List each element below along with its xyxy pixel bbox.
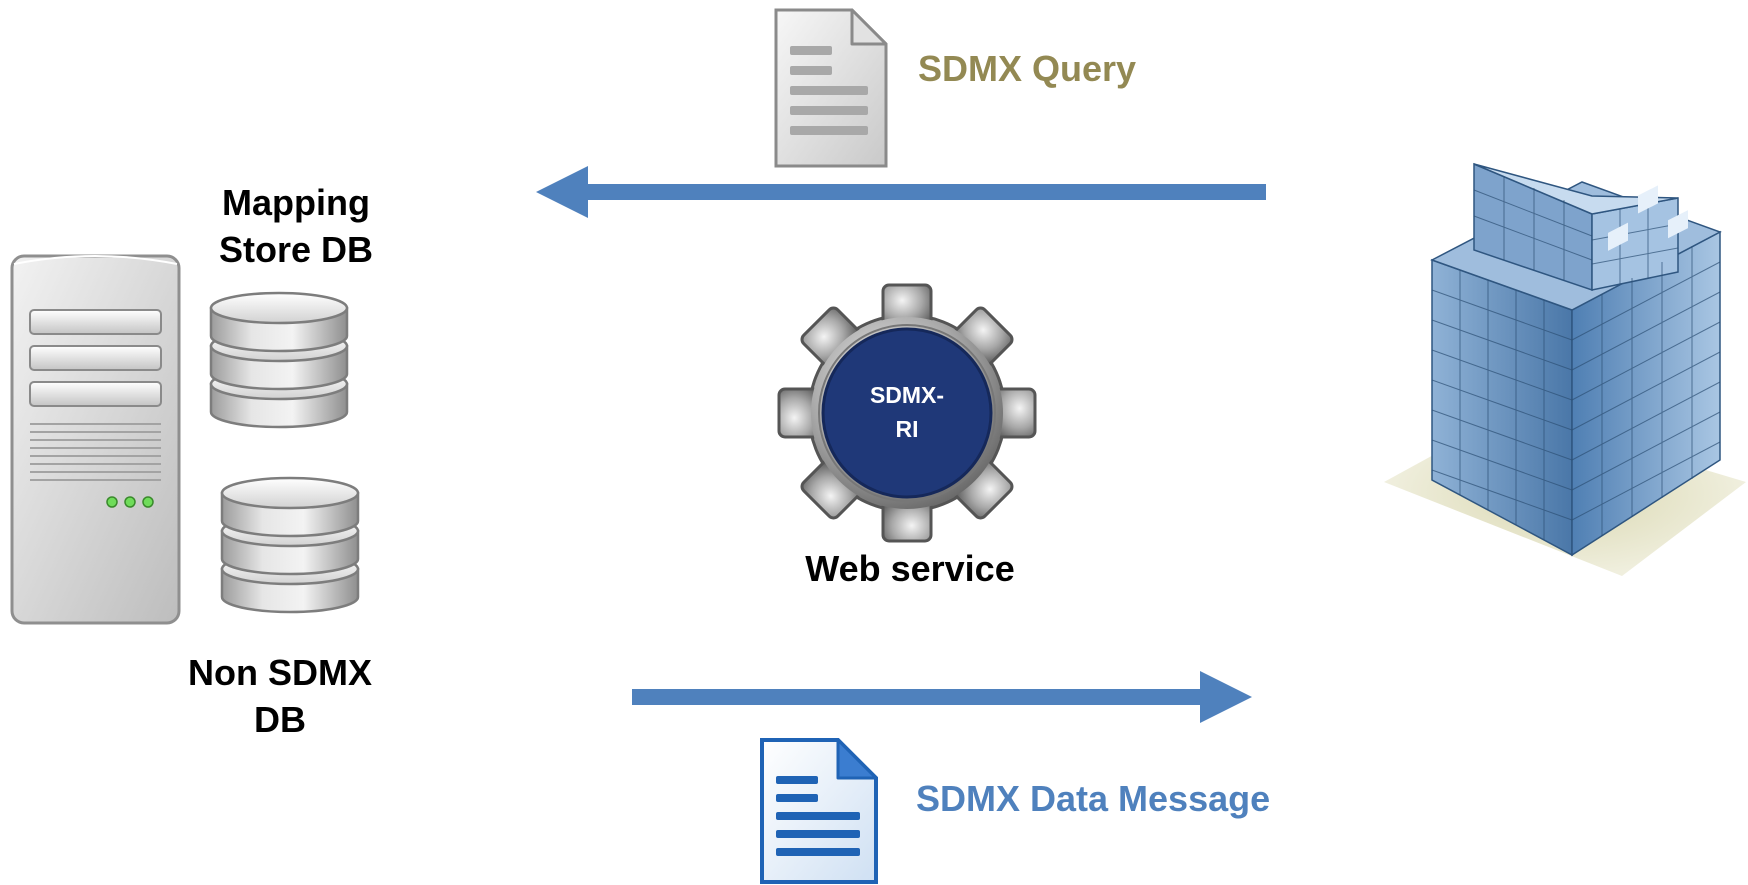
gear-core-line-2: RI [895,416,919,442]
sdmx-query-label: SDMX Query [918,48,1137,89]
mapping-store-database-icon [209,291,349,429]
gear-icon [777,283,1037,543]
query-arrow [536,166,1266,218]
building-icon [1384,162,1746,576]
data-message-document-icon [760,738,878,884]
server-icon [10,254,181,625]
non-sdmx-db-label: Non SDMX DB [160,650,400,744]
non-sdmx-line-2: DB [254,698,306,740]
non-sdmx-line-1: Non SDMX [188,652,372,693]
query-document-icon [774,8,888,168]
gear-core-line-1: SDMX- [869,382,945,408]
response-arrow [632,671,1252,723]
sdmx-data-message-label: SDMX Data Message [916,778,1271,819]
gear-core-label: SDMX- RI [848,378,966,446]
mapping-store-line-1: Mapping [222,182,370,223]
web-service-label: Web service [805,548,1015,589]
non-sdmx-database-icon [220,476,360,614]
mapping-store-line-2: Store DB [218,228,374,270]
mapping-store-label: Mapping Store DB [196,180,396,274]
